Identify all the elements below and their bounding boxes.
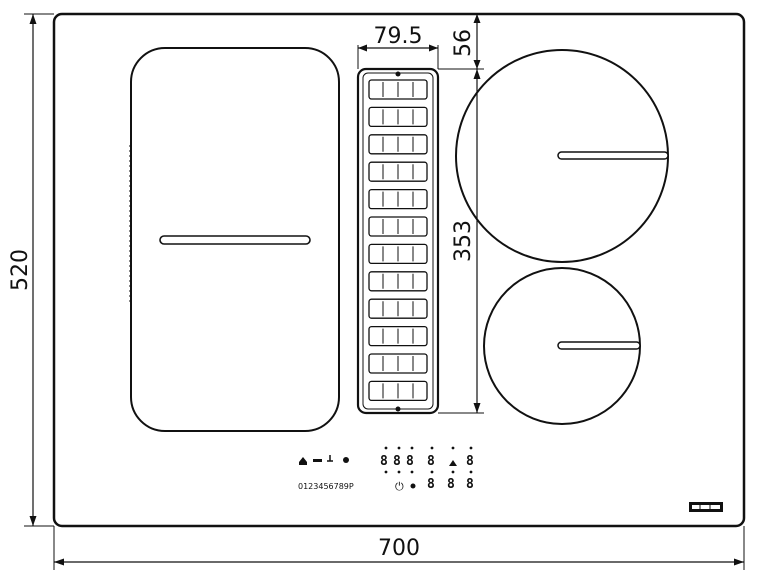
digit-display-6: 8 [427,477,435,492]
vent-width-dimension-label: 79.5 [374,24,423,49]
vent-bottom-screw [395,406,401,412]
power-level-scale: 0123456789P [298,482,354,491]
control-panel: 0123456789P ⏻ 8 8 8 8 8 8 8 8 [298,446,474,493]
digit-display-5: 8 [466,454,474,469]
vent-top-screw [395,71,401,77]
vent-width-arrowheads [358,44,438,52]
width-dimension-label: 700 [378,536,420,561]
digit-display-4: 8 [427,454,435,469]
home-icon [299,457,307,465]
indicator-dots [384,446,473,474]
digit-display-1: 8 [380,454,388,469]
vent-offset-dimension-label: 56 [451,29,476,57]
timer-icon [327,455,333,462]
large-zone-slider-mark [557,151,669,160]
brand-badge-icon [689,502,723,512]
digit-display-7: 8 [447,477,455,492]
digit-display-3: 8 [406,454,414,469]
small-zone-slider-mark [557,341,641,350]
height-dimension-label: 520 [8,249,33,291]
power-button-icon[interactable]: ⏻ [395,480,404,493]
vent-slots [368,79,428,402]
digit-display-2: 8 [393,454,401,469]
digit-display-8: 8 [466,477,474,492]
vent-length-dimension-label: 353 [451,220,476,262]
confirm-dot-icon [410,483,416,489]
flex-zone-slider-mark [159,235,311,245]
bridge-icon [313,459,322,462]
lock-icon [343,457,349,463]
boost-icon [449,460,457,466]
